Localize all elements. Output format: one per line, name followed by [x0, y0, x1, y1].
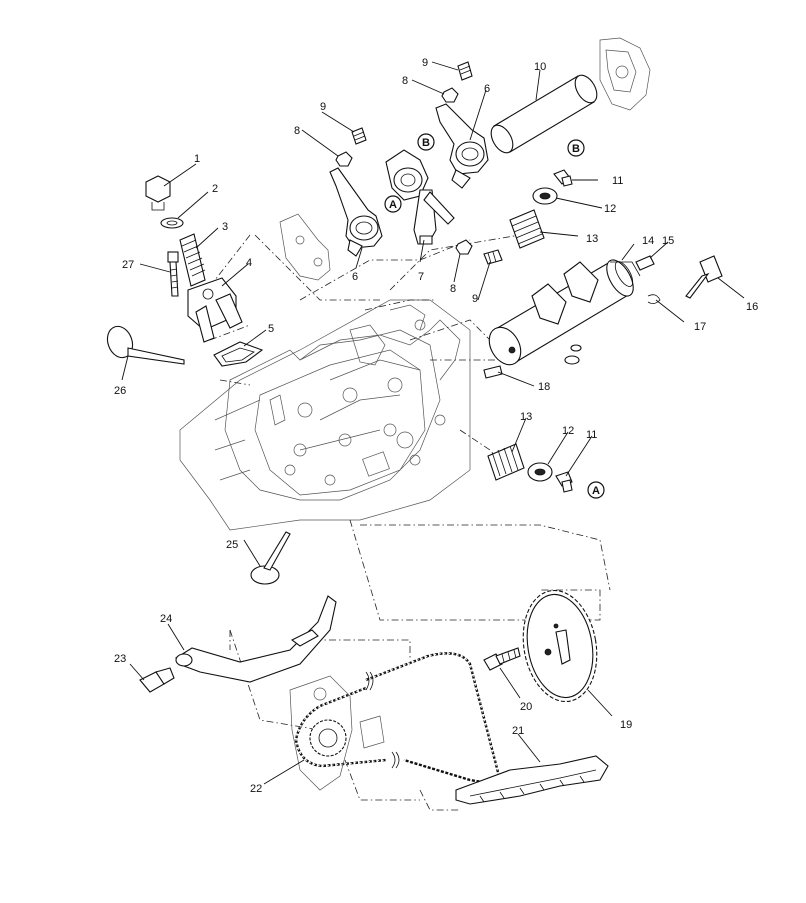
gasket-part-5: [213, 341, 264, 367]
rocker-arm-part-6-left: [329, 167, 383, 257]
svg-text:A: A: [389, 199, 397, 211]
callout-10: 10: [534, 61, 546, 73]
tensioner-part-4: [187, 277, 243, 343]
spring-part-3: [179, 233, 206, 287]
retainer-part-12-upper: [532, 187, 558, 205]
callout-27: 27: [122, 259, 134, 271]
callout-labels: 1 2 3 27 4 5 26 9 8 6 7 9 8 6 8 9 10 11 …: [114, 57, 758, 795]
marker-b-upper-left: B: [417, 133, 435, 151]
valve-part-26: [106, 325, 185, 365]
callout-12-lower: 12: [562, 425, 574, 437]
callout-23: 23: [114, 653, 126, 665]
callout-21: 21: [512, 725, 524, 737]
callout-7: 7: [418, 271, 424, 283]
washer-part-2: [160, 217, 184, 229]
callout-18: 18: [538, 381, 550, 393]
nut-part-8-lower: [455, 239, 473, 255]
marker-a-lower: A: [587, 481, 605, 499]
nut-part-8-left: [335, 151, 353, 167]
keeper-part-11-lower: [555, 471, 573, 493]
callout-11-upper: 11: [612, 175, 623, 187]
cylinder-head: [179, 299, 471, 531]
valve-part-25: [250, 531, 291, 585]
retainer-part-12-lower: [527, 462, 553, 482]
svg-text:B: B: [422, 137, 430, 149]
callout-19: 19: [620, 719, 632, 731]
callout-12-upper: 12: [604, 203, 616, 215]
callout-16: 16: [746, 301, 758, 313]
chain-guide-part-21: [455, 755, 609, 805]
callout-26: 26: [114, 385, 126, 397]
rocker-arm-part-6-right: [435, 103, 489, 189]
bolt-part-27: [167, 251, 179, 297]
svg-text:A: A: [592, 485, 600, 497]
callout-9-center: 9: [422, 57, 428, 69]
keeper-part-11-upper: [553, 169, 573, 187]
callout-14: 14: [642, 235, 654, 247]
crank-sprocket: [289, 675, 385, 791]
adjust-screw-part-9-lower: [483, 249, 503, 265]
cam-sprocket-part-19: [522, 589, 598, 703]
rocker-shaft-part-10: [490, 74, 598, 154]
callout-3: 3: [222, 221, 228, 233]
callout-5: 5: [268, 323, 274, 335]
callout-17: 17: [694, 321, 706, 333]
callout-9-lower: 9: [472, 293, 478, 305]
callout-8-left: 8: [294, 125, 300, 137]
callout-8-center: 8: [402, 75, 408, 87]
rocker-bracket: [279, 213, 331, 281]
bolt-part-1: [145, 175, 171, 211]
marker-a-upper: A: [384, 195, 402, 213]
spring-part-13-lower: [487, 443, 525, 481]
timing-chain-part-22: [294, 652, 502, 784]
callout-4: 4: [246, 257, 252, 269]
clip-part-17: [647, 294, 661, 304]
dowel-part-18: [483, 365, 503, 379]
rocker-arm-part-7: [385, 149, 455, 245]
callout-13-upper: 13: [586, 233, 598, 245]
callout-24: 24: [160, 613, 172, 625]
callout-1: 1: [194, 153, 200, 165]
callout-6-left: 6: [352, 271, 358, 283]
callout-11-lower: 11: [586, 429, 597, 441]
callout-20: 20: [520, 701, 532, 713]
nut-part-8-center: [441, 87, 459, 103]
callout-9-left: 9: [320, 101, 326, 113]
bolt-part-23: [139, 667, 175, 693]
adjust-screw-part-9-left: [351, 127, 367, 145]
callout-25: 25: [226, 539, 238, 551]
callout-6-right: 6: [484, 83, 490, 95]
marker-b-right: B: [567, 139, 585, 157]
callout-2: 2: [212, 183, 218, 195]
callout-13-lower: 13: [520, 411, 532, 423]
callout-8-lower: 8: [450, 283, 456, 295]
svg-text:B: B: [572, 143, 580, 155]
housing-fragment: [599, 37, 651, 111]
shaft-part-16: [685, 255, 723, 299]
callout-22: 22: [250, 783, 262, 795]
pin-part-15: [635, 255, 655, 271]
assembly-lines: [209, 234, 611, 811]
bolt-part-20: [483, 647, 521, 671]
callout-15: 15: [662, 235, 674, 247]
camshaft-part-14: [488, 259, 641, 366]
spring-part-13-upper: [509, 209, 545, 249]
leader-lines: [121, 61, 745, 785]
reference-markers: B A B A: [384, 133, 605, 499]
chain-guide-part-24: [175, 595, 337, 683]
adjust-screw-part-9-center: [457, 61, 473, 81]
